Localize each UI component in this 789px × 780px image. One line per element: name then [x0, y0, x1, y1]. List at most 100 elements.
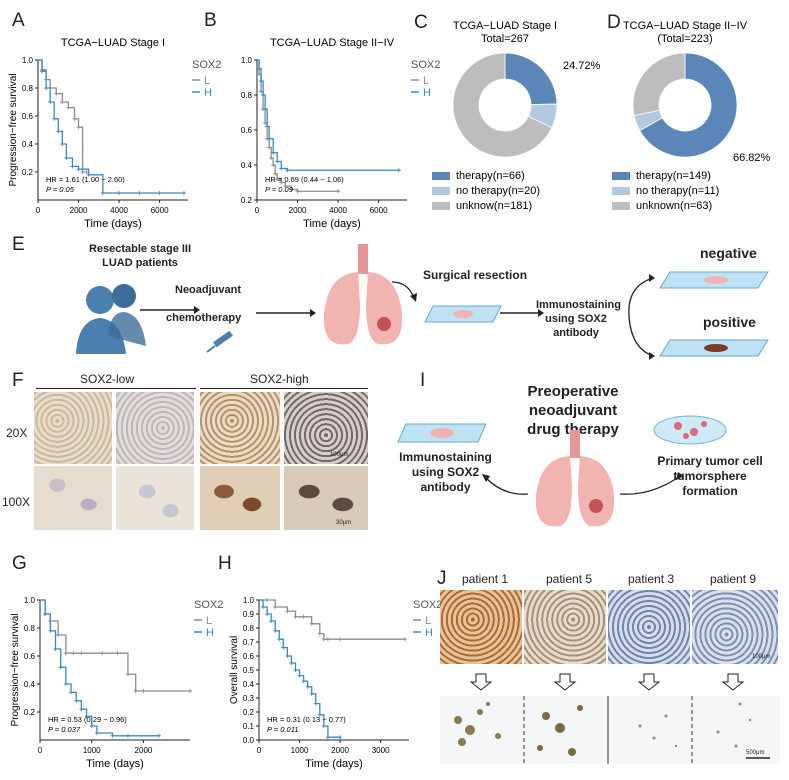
censor-mark — [265, 612, 270, 616]
censor-mark — [125, 672, 130, 677]
censor-mark — [110, 733, 115, 738]
x-tick-label: 4000 — [329, 206, 347, 215]
censor-mark — [317, 631, 322, 636]
legend-label: unknow(n=181) — [456, 200, 532, 212]
micrograph-high-2 — [284, 392, 368, 464]
panel-label-j: J — [437, 568, 447, 589]
panel-label-d: D — [607, 12, 621, 33]
y-tick-label: 0.4 — [24, 680, 36, 689]
surgical-label: Surgical resection — [423, 268, 528, 282]
scale-100um-j: 100μm — [752, 654, 771, 660]
censor-mark — [56, 129, 61, 134]
donut-subtitle: (Total=223) — [657, 33, 712, 45]
censor-mark — [297, 673, 302, 678]
y-tick-label: 0.8 — [24, 624, 36, 633]
censor-mark — [76, 125, 81, 130]
y-tick-label: 0.2 — [241, 196, 253, 205]
censor-mark — [69, 690, 74, 695]
legend-label: L — [206, 615, 212, 627]
censor-mark — [261, 605, 266, 609]
censor-mark — [273, 628, 278, 633]
mag-100x-label: 100X — [2, 495, 31, 509]
panel-label-g: G — [12, 553, 27, 574]
censor-mark — [70, 164, 75, 169]
y-tick-label: 1.0 — [22, 56, 34, 65]
arrow-i-right-icon — [619, 472, 684, 495]
patient-3-label: patient 3 — [628, 572, 675, 586]
micrograph-high-1 — [200, 392, 280, 464]
schematic-e: Resectable stage III LUAD patients Neoad… — [0, 240, 789, 365]
censor-mark — [259, 79, 264, 83]
hr-text: HR = 1.61 (1.00 − 2.60) — [46, 175, 125, 184]
censor-mark — [263, 121, 268, 125]
y-tick-label: 0.0 — [243, 736, 255, 745]
micrograph-low-3 — [34, 466, 112, 530]
scale-30um-f: 30μm — [336, 520, 352, 526]
legend-label: L — [423, 75, 429, 87]
censor-mark — [63, 651, 68, 656]
censor-mark — [277, 637, 282, 642]
y-tick-label: 0.8 — [241, 91, 253, 100]
patient-1-label: patient 1 — [462, 572, 509, 586]
y-axis-label: Progression−free survival — [10, 613, 21, 726]
censor-mark — [269, 619, 274, 623]
censor-mark — [338, 637, 343, 642]
donut-title: TCGA−LUAD Stage I — [453, 20, 557, 32]
censor-mark — [257, 66, 262, 71]
ihc-patient-1 — [440, 590, 522, 664]
censor-mark — [396, 168, 401, 173]
micrograph-low-4 — [116, 466, 194, 530]
censor-mark — [321, 724, 326, 728]
lungs-i-icon — [535, 430, 615, 527]
x-tick-label: 1000 — [83, 746, 101, 755]
donut-slice — [632, 52, 686, 117]
immuno-e-label: Immunostaining using SOX2 antibody — [536, 299, 621, 339]
legend-title: SOX2 — [192, 59, 221, 71]
x-tick-label: 2000 — [135, 746, 153, 755]
censor-mark — [317, 712, 322, 717]
y-tick-label: 0.2 — [243, 708, 255, 717]
donut-callout: 66.82% — [733, 152, 771, 164]
censor-mark — [79, 651, 84, 656]
censor-mark — [265, 598, 270, 602]
censor-mark — [84, 170, 89, 174]
censor-mark — [80, 170, 85, 174]
km-line-L — [38, 59, 87, 173]
chart-title: TCGA−LUAD Stage I — [61, 37, 165, 49]
censor-mark — [257, 72, 262, 76]
km-line-L — [259, 599, 405, 640]
censor-mark — [71, 651, 76, 656]
x-tick-label: 1000 — [291, 746, 309, 755]
censor-mark — [263, 107, 268, 111]
mag-20x-label: 20X — [6, 426, 28, 440]
censor-mark — [188, 689, 192, 693]
censor-mark — [133, 689, 138, 693]
x-axis-label: Time (days) — [84, 218, 142, 230]
schematic-i: Preoperative neoadjuvant drug therapy Im… — [390, 370, 789, 540]
x-axis-label: Time (days) — [305, 758, 363, 770]
legend-title: SOX2 — [194, 599, 223, 611]
censor-mark — [141, 689, 146, 693]
km-line-H — [257, 59, 399, 171]
p-text: P = 0.09 — [265, 185, 294, 194]
km-line-L — [40, 599, 190, 692]
censor-mark — [269, 156, 274, 160]
legend-label: H — [204, 87, 212, 99]
y-tick-label: 0.6 — [24, 652, 36, 661]
x-tick-label: 2000 — [289, 206, 307, 215]
y-tick-label: 0.5 — [243, 666, 255, 675]
censor-mark — [181, 191, 186, 195]
scale-100um-f: 100μm — [330, 452, 349, 458]
censor-mark — [259, 89, 264, 94]
censor-mark — [273, 605, 278, 609]
micrograph-low-2 — [116, 392, 194, 464]
scale-500um-j: 500μm — [746, 750, 765, 756]
legend-swatch — [432, 172, 450, 180]
censor-mark — [44, 86, 49, 90]
x-tick-label: 6000 — [370, 206, 388, 215]
arrow-e3-icon — [500, 309, 544, 317]
censor-mark — [72, 116, 77, 121]
